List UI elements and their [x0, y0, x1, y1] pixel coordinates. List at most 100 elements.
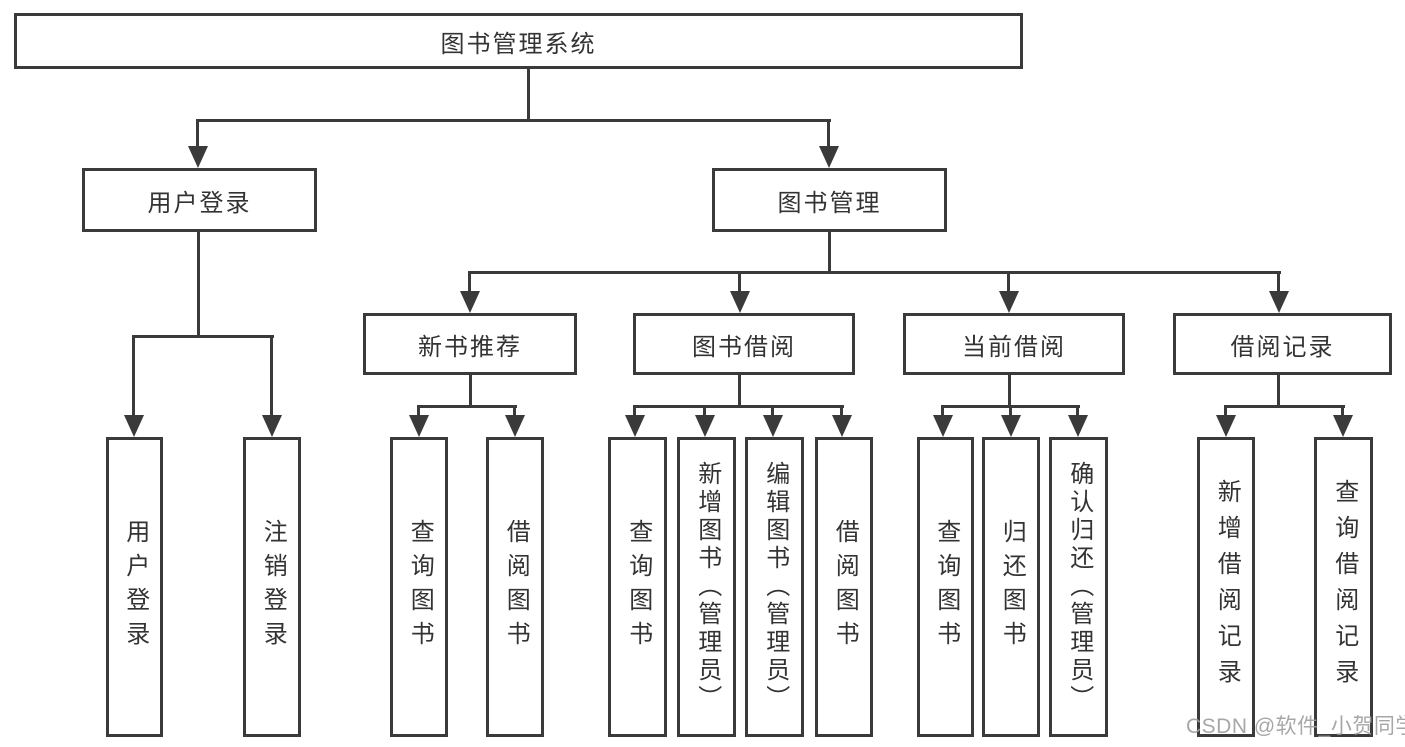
arrow-to-current-borrow: [999, 273, 1019, 313]
leaf-borrow-book-a-label: 借阅图书: [502, 519, 530, 655]
arrow-stem: [840, 407, 843, 417]
leaf-edit-book-admin: 编辑图书（管理员）: [745, 437, 804, 737]
connector-level2-rail: [197, 119, 831, 122]
arrow-down-icon: [695, 415, 715, 437]
leaf-confirm-return-admin-label: 确认归还（管理员）: [1065, 461, 1093, 713]
arrow-stem: [1277, 273, 1280, 293]
arrow-stem: [513, 407, 516, 417]
arrow-down-icon: [625, 415, 645, 437]
leaf-query-book-c-label: 查询图书: [932, 519, 960, 655]
arrow-to-borrow-book-b: [832, 407, 852, 437]
arrow-stem: [132, 337, 135, 417]
arrow-to-confirm-return: [1068, 407, 1088, 437]
arrow-to-query-book-a: [409, 407, 429, 437]
arrow-down-icon: [730, 291, 750, 313]
leaf-confirm-return-admin: 确认归还（管理员）: [1049, 437, 1108, 737]
leaf-borrow-book-a: 借阅图书: [486, 437, 544, 737]
arrow-to-new-book-rec: [460, 273, 480, 313]
connector-user-login-rail: [132, 335, 274, 338]
arrow-down-icon: [124, 415, 144, 437]
arrow-stem: [827, 119, 830, 148]
arrow-to-borrow-book-a: [505, 407, 525, 437]
arrow-to-book-mgmt: [819, 119, 839, 168]
arrow-down-icon: [832, 415, 852, 437]
leaf-user-login-label: 用户登录: [121, 519, 149, 655]
arrow-down-icon: [1269, 291, 1289, 313]
arrow-stem: [468, 273, 471, 293]
connector-book-borrow-stem: [738, 375, 741, 407]
arrow-down-icon: [188, 146, 208, 168]
connector-book-mgmt-stem: [828, 232, 831, 274]
leaf-query-book-a: 查询图书: [390, 437, 448, 737]
arrow-down-icon: [1333, 415, 1353, 437]
leaf-borrow-book-b: 借阅图书: [815, 437, 873, 737]
arrow-to-leaf-logout: [262, 337, 282, 437]
connector-root-stem: [527, 69, 530, 121]
leaf-logout: 注销登录: [243, 437, 301, 737]
connector-new-book-rec-rail: [417, 405, 517, 408]
arrow-down-icon: [460, 291, 480, 313]
node-book-borrow: 图书借阅: [633, 313, 855, 375]
node-root-label: 图书管理系统: [440, 30, 597, 58]
connector-level3-rail: [468, 271, 1281, 274]
node-borrow-record: 借阅记录: [1173, 313, 1392, 375]
leaf-return-book: 归还图书: [982, 437, 1040, 737]
arrow-to-query-book-b: [625, 407, 645, 437]
leaf-query-book-c: 查询图书: [917, 437, 974, 737]
arrow-down-icon: [763, 415, 783, 437]
connector-current-borrow-stem: [1008, 375, 1011, 407]
connector-borrow-record-stem: [1277, 375, 1280, 407]
arrow-stem: [1224, 407, 1227, 417]
arrow-down-icon: [505, 415, 525, 437]
connector-user-login-stem: [197, 232, 200, 338]
leaf-add-book-admin: 新增图书（管理员）: [677, 437, 736, 737]
leaf-query-book-a-label: 查询图书: [406, 519, 434, 655]
node-current-borrow: 当前借阅: [903, 313, 1125, 375]
node-book-borrow-label: 图书借阅: [692, 333, 796, 361]
arrow-down-icon: [999, 291, 1019, 313]
arrow-to-leaf-user-login: [124, 337, 144, 437]
node-user-login: 用户登录: [82, 168, 317, 232]
arrow-down-icon: [262, 415, 282, 437]
arrow-to-book-borrow: [730, 273, 750, 313]
arrow-to-query-book-c: [933, 407, 953, 437]
arrow-down-icon: [933, 415, 953, 437]
node-user-login-label: 用户登录: [147, 189, 252, 217]
arrow-stem: [1341, 407, 1344, 417]
arrow-to-user-login: [188, 119, 208, 168]
arrow-down-icon: [409, 415, 429, 437]
arrow-stem: [703, 407, 706, 417]
connector-book-borrow-rail: [633, 405, 844, 408]
node-borrow-record-label: 借阅记录: [1230, 333, 1335, 361]
node-new-book-rec-label: 新书推荐: [418, 333, 522, 361]
arrow-stem: [196, 119, 199, 148]
arrow-to-borrow-record: [1269, 273, 1289, 313]
leaf-add-borrow-record: 新增借阅记录: [1197, 437, 1255, 737]
leaf-query-borrow-record-label: 查询借阅记录: [1330, 479, 1358, 695]
connector-borrow-record-rail: [1224, 405, 1345, 408]
connector-new-book-rec-stem: [469, 375, 472, 407]
leaf-query-book-b: 查询图书: [608, 437, 667, 737]
arrow-stem: [1009, 407, 1012, 417]
arrow-down-icon: [1068, 415, 1088, 437]
leaf-user-login: 用户登录: [106, 437, 163, 737]
arrow-stem: [1076, 407, 1079, 417]
arrow-to-add-book: [695, 407, 715, 437]
arrow-stem: [270, 337, 273, 417]
arrow-stem: [633, 407, 636, 417]
arrow-down-icon: [1216, 415, 1236, 437]
arrow-stem: [941, 407, 944, 417]
node-book-mgmt: 图书管理: [712, 168, 947, 232]
leaf-add-borrow-record-label: 新增借阅记录: [1213, 479, 1241, 695]
arrow-to-edit-book: [763, 407, 783, 437]
node-root: 图书管理系统: [14, 13, 1023, 69]
arrow-stem: [771, 407, 774, 417]
arrow-to-query-borrow-record: [1333, 407, 1353, 437]
connector-current-borrow-rail: [941, 405, 1080, 408]
leaf-edit-book-admin-label: 编辑图书（管理员）: [761, 461, 789, 713]
leaf-query-book-b-label: 查询图书: [624, 519, 652, 655]
leaf-add-book-admin-label: 新增图书（管理员）: [693, 461, 721, 713]
csdn-watermark: CSDN @软件_小贺同学: [1186, 715, 1405, 738]
arrow-to-add-borrow-record: [1216, 407, 1236, 437]
